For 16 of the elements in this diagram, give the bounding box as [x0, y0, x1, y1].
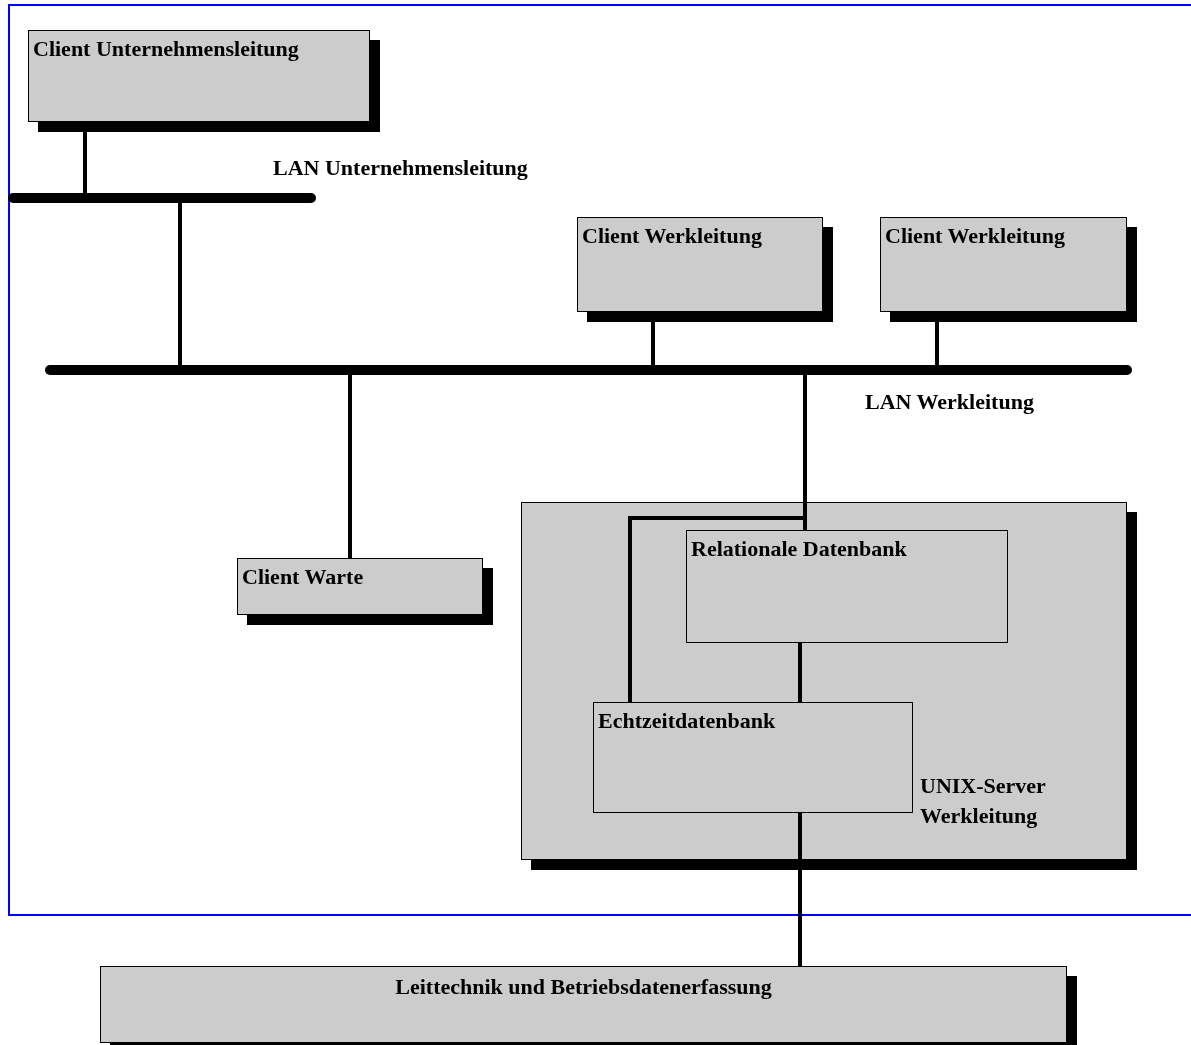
component-box	[686, 530, 1008, 643]
box-label: Leittechnik und Betriebsdatenerfassung	[394, 973, 773, 1001]
network-label: LAN Unternehmensleitung	[273, 157, 528, 179]
server-label: UNIX-Server Werkleitung	[920, 772, 1047, 830]
connection-line	[178, 203, 182, 365]
box-label: Client Warte	[242, 563, 364, 591]
network-label: LAN Werkleitung	[865, 391, 1034, 413]
box-label: Client Unternehmensleitung	[33, 35, 299, 63]
connection-line	[798, 643, 802, 702]
box-label: Client Werkleitung	[582, 222, 762, 250]
box-label: Client Werkleitung	[885, 222, 1065, 250]
connection-line	[798, 813, 802, 966]
box-label: Echtzeitdatenbank	[598, 707, 776, 735]
box-label: Relationale Datenbank	[691, 535, 907, 563]
component-box	[593, 702, 913, 813]
connection-line	[348, 375, 352, 558]
